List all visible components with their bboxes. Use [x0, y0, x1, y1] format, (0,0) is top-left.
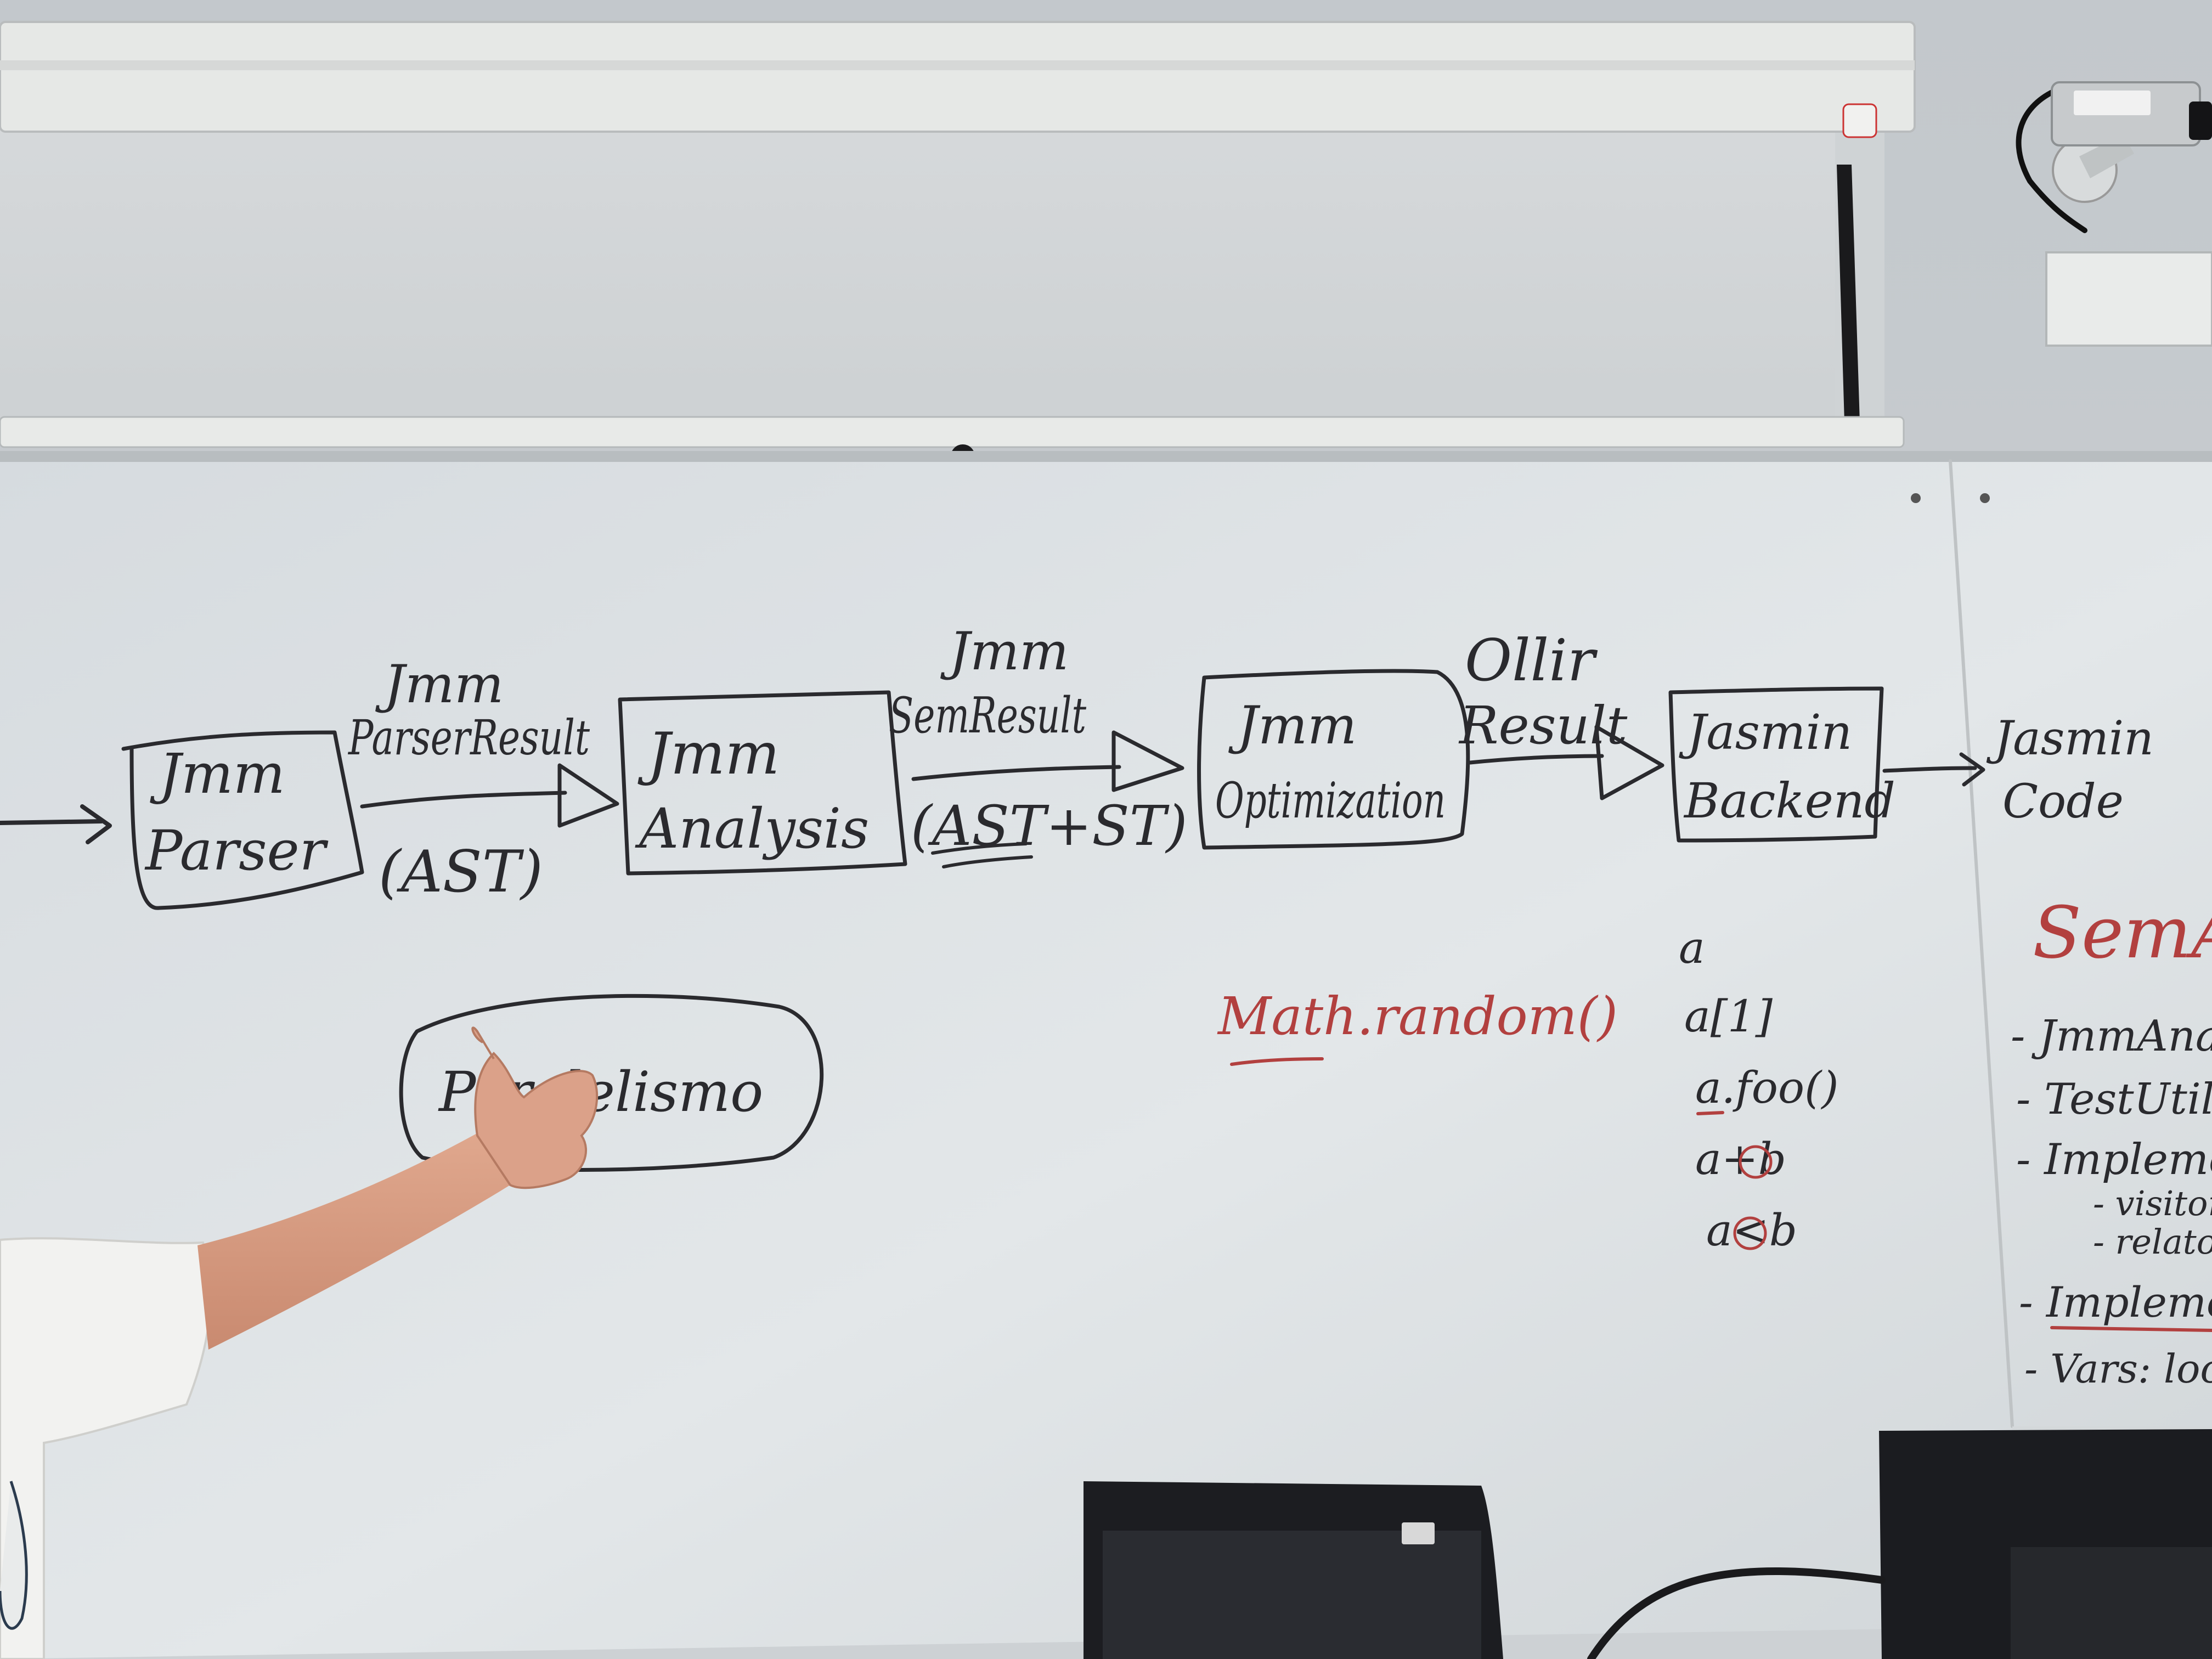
edge-ollir-top1: Ollir	[1465, 627, 1598, 694]
edge-parser-bottom: (AST)	[379, 838, 543, 905]
edge-sem-top1: Jmm	[940, 622, 1069, 682]
edge-sem-result: Jmm SemResult (AST+ST)	[889, 622, 1187, 868]
right-panel-item: - visitors	[2093, 1183, 2212, 1223]
edge-ollir-result: Ollir Result	[1458, 627, 1664, 800]
projector-screen	[0, 21, 1916, 748]
right-panel-item: - relaton	[2093, 1222, 2212, 1262]
edge-parser-result: Jmm ParserResult (AST)	[347, 654, 619, 905]
box-jmm-optimization-line2: Optimization	[1215, 772, 1446, 830]
box-jmm-optimization: Jmm Optimization	[1197, 669, 1470, 850]
edge-sem-bottom: (AST+ST)	[911, 794, 1187, 858]
box-jmm-optimization-line1: Jmm	[1228, 696, 1357, 756]
edge-ollir-top2: Result	[1458, 696, 1628, 756]
edge-sem-top2: SemResult	[889, 687, 1087, 744]
hand-icon	[471, 1026, 599, 1189]
right-panel-item: - Implementa	[2016, 1135, 2212, 1184]
right-panel-heading: SemA	[2033, 891, 2212, 974]
box-jasmin-backend: Jasmin Backend	[1668, 686, 1895, 843]
edge-parser-top2: ParserResult	[347, 709, 590, 766]
math-random-note: Math.random()	[1217, 986, 1618, 1066]
box-jmm-analysis-line2: Analysis	[635, 797, 869, 861]
box-jasmin-backend-line1: Jasmin	[1679, 704, 1852, 760]
box-jasmin-backend-line2: Backend	[1683, 772, 1895, 829]
box-jmm-parser-line1: Jmm	[150, 742, 285, 806]
output-jasmin-code: Jasmin Code	[1882, 712, 2154, 829]
output-line2: Code	[2002, 775, 2124, 829]
expression-item: a.foo()	[1695, 1062, 1838, 1113]
box-jmm-parser-line2: Parser	[144, 819, 329, 883]
desk-monitor-left	[1084, 1481, 1503, 1659]
expression-item: a[1]	[1684, 991, 1773, 1042]
right-panel-item: - TestUtils.	[2016, 1075, 2212, 1124]
security-camera-icon	[2016, 81, 2212, 347]
math-random-text: Math.random()	[1217, 986, 1618, 1047]
box-jmm-parser: Jmm Parser	[121, 730, 364, 910]
box-jmm-analysis: Jmm Analysis	[618, 690, 907, 876]
pointing-person	[0, 1026, 599, 1659]
expressions-list: a a[1] a.foo() a+b a<b	[1679, 922, 1838, 1256]
box-jmm-analysis-line1: Jmm	[637, 720, 780, 787]
input-arrow	[0, 804, 112, 844]
expression-item: a	[1679, 922, 1705, 973]
output-line1: Jasmin	[1986, 712, 2154, 766]
edge-parser-top1: Jmm	[375, 654, 504, 715]
desk-monitor-right	[1587, 1429, 2212, 1659]
right-panel-item: - Implementar	[2019, 1278, 2212, 1327]
right-panel-item: - Vars: locai	[2024, 1346, 2212, 1392]
pipeline-diagram: Jmm Parser Jmm ParserResult (AST) Jmm An…	[0, 622, 2154, 910]
